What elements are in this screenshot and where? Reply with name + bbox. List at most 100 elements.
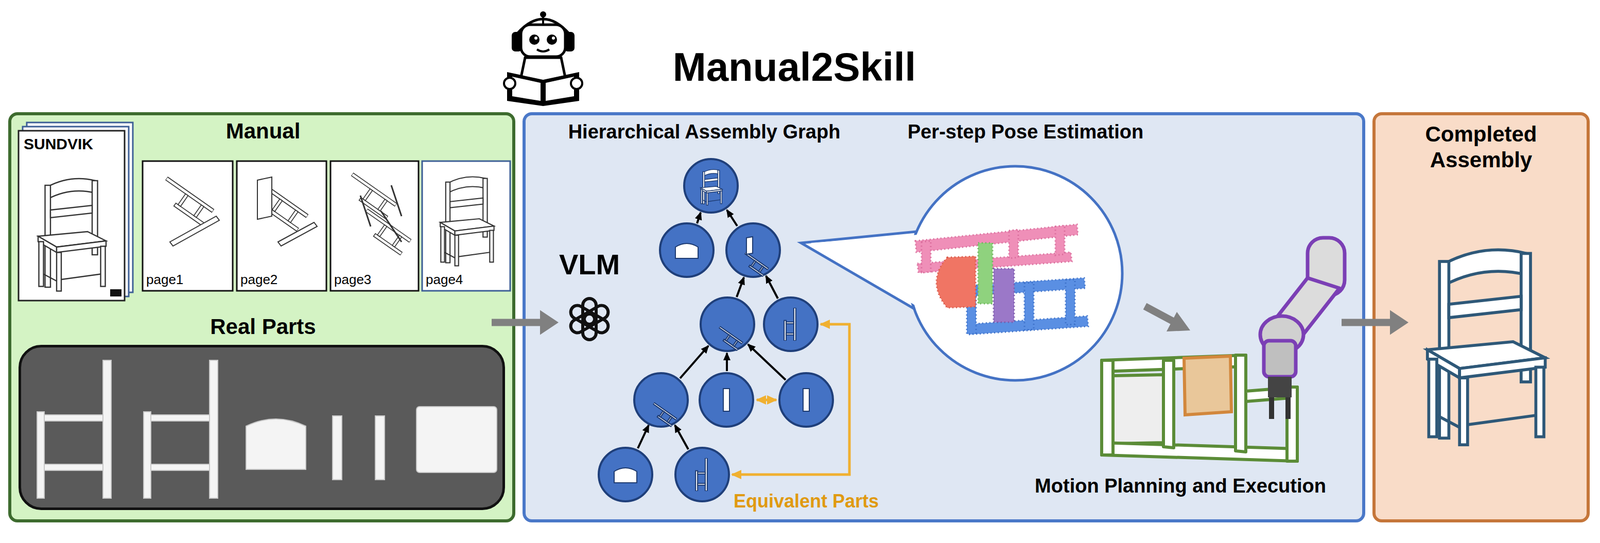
point-cloud-part — [993, 268, 1015, 323]
robot-reader-icon-part — [570, 77, 583, 90]
point-cloud-part-part — [1024, 282, 1034, 330]
panel-heading: Hierarchical Assembly Graph — [530, 120, 879, 145]
step-arrow — [1144, 306, 1191, 332]
point-cloud-part — [961, 277, 1089, 335]
graph-icons-part — [739, 252, 769, 277]
robot-scene-part-part — [1260, 316, 1304, 354]
robot-scene-part — [1101, 355, 1298, 462]
robot-scene-part-part — [1101, 355, 1246, 372]
graph-arrows-part — [766, 275, 778, 299]
manual-pages-part — [440, 176, 495, 266]
robot-reader-icon-part — [516, 19, 570, 34]
openai-logo-part — [568, 303, 598, 328]
graph-arrows-part — [637, 425, 649, 449]
model-label: VLM — [537, 247, 641, 282]
openai-logo — [568, 298, 611, 340]
graph-arrows-part — [736, 277, 744, 298]
manual-cover-part — [110, 289, 122, 297]
real-parts-photo-part — [37, 411, 45, 499]
openai-logo-part — [582, 314, 597, 340]
point-cloud-part-part — [967, 316, 1089, 335]
manual-cover-part — [38, 178, 107, 292]
graph-circles — [598, 159, 833, 502]
real-parts-photo-part — [102, 360, 112, 499]
arrow-head — [540, 310, 559, 336]
flow-arrow — [1341, 310, 1409, 336]
openai-logo-part — [568, 310, 598, 336]
point-cloud-part — [936, 256, 976, 308]
graph-circles-part — [598, 447, 653, 502]
graph-circles-part — [634, 373, 688, 427]
manual-pages-part — [330, 161, 419, 291]
manual-pages-part — [422, 161, 511, 291]
robot-scene-part-part — [1266, 277, 1340, 341]
robot-scene-part-part — [1245, 387, 1298, 402]
robot-scene-part — [1267, 376, 1292, 398]
robot-reader-icon-part — [507, 72, 580, 107]
manual-pages-part — [277, 222, 318, 247]
robot-reader-icon-part — [520, 24, 566, 57]
robot-scene-part-part — [1235, 355, 1246, 452]
panel-heading: Real Parts — [160, 314, 367, 340]
graph-icons-part — [695, 458, 708, 492]
point-cloud-part-part — [917, 252, 1072, 273]
graph-circles-part — [700, 297, 755, 352]
real-parts-photo-part — [209, 360, 218, 499]
robot-reader-icon-part — [529, 34, 540, 45]
graph-icons-part — [648, 402, 677, 427]
robot-reader-icon-part — [542, 16, 545, 26]
robot-scene-part-part — [1163, 360, 1174, 448]
step-arrow-part — [1144, 306, 1174, 322]
result-panel: Completed Assembly — [1372, 112, 1590, 523]
arrow-shaft — [1341, 319, 1394, 327]
section-heading: Motion Planning and Execution — [1010, 474, 1351, 499]
robot-scene-part-part — [1263, 340, 1296, 377]
panel-heading: Completed Assembly — [1403, 121, 1559, 174]
openai-logo-part — [581, 303, 611, 328]
arrow-head — [1389, 310, 1409, 336]
equivalence-arrows-part — [756, 398, 777, 402]
page-label: page3 — [334, 271, 372, 288]
manual-pages-part — [142, 161, 233, 291]
graph-arrows-part — [725, 353, 728, 372]
manual-pages-part — [356, 209, 412, 256]
point-cloud-part-part — [961, 277, 1086, 297]
manual-panel: ManualReal Parts — [8, 112, 516, 523]
robot-scene-part-part — [1112, 374, 1164, 444]
robot-scene-part-part — [1307, 237, 1345, 296]
graph-circles-part — [763, 297, 818, 352]
graph-icons-part — [714, 326, 743, 351]
graph-icons — [614, 169, 810, 492]
pose-callout-part — [908, 166, 1123, 381]
point-cloud — [915, 224, 1089, 335]
robot-reader-icon-part — [519, 57, 567, 83]
manual-pages-part — [169, 216, 220, 247]
robot-scene-part — [1268, 397, 1275, 420]
page-label: page2 — [240, 271, 278, 288]
manual-pages-part — [360, 185, 402, 242]
graph-icons-part — [803, 388, 810, 412]
page-label: page4 — [425, 271, 463, 288]
point-cloud-part-part — [1009, 229, 1019, 259]
robot-reader-icon-part — [536, 49, 550, 52]
method-panel: Hierarchical Assembly GraphPer-step Pose… — [522, 112, 1366, 523]
manual-pages-part — [236, 161, 327, 291]
graph-icons-part — [700, 169, 723, 205]
point-cloud-part-part — [915, 224, 1078, 253]
real-parts-photo-part — [150, 414, 210, 422]
section-heading: Per-step Pose Estimation — [871, 120, 1180, 145]
robot-reader-icon-part — [540, 11, 547, 18]
point-cloud-part-part — [966, 287, 977, 335]
manual-pages-part — [155, 177, 215, 226]
point-cloud-part-part — [1065, 279, 1075, 325]
equivalence-arrows — [732, 324, 850, 475]
manual-pages-part — [342, 172, 397, 220]
openai-logo-part — [581, 310, 611, 336]
manual-cover-part — [22, 126, 129, 297]
robot-reader-icon-part — [534, 36, 538, 40]
flow-arrow — [491, 310, 559, 336]
real-parts-photo — [37, 360, 497, 499]
graph-circles-part — [675, 447, 729, 502]
graph-arrows-part — [697, 212, 701, 224]
manual-cover — [18, 122, 133, 301]
